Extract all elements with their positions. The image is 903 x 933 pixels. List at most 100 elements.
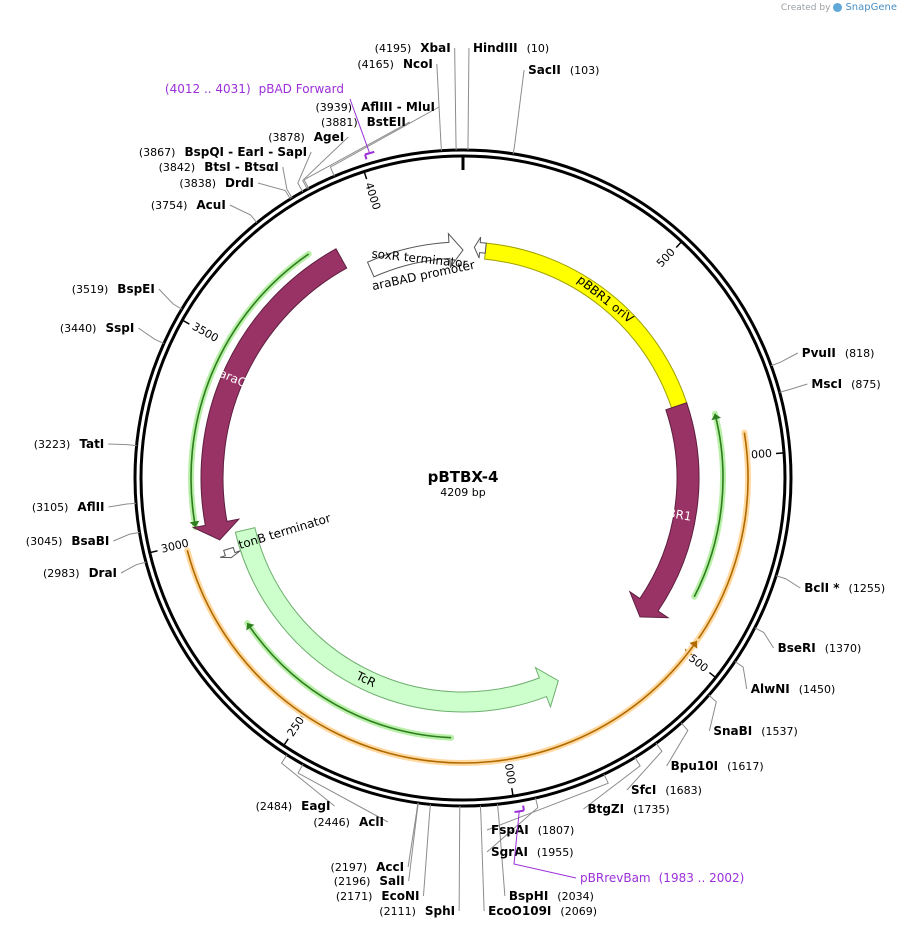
site-position: (3878) xyxy=(268,131,305,144)
site-bpu10i[interactable]: Bpu10I(1617) xyxy=(671,759,764,773)
site-position: (3105) xyxy=(32,501,69,514)
site-sgrai[interactable]: SgrAI(1955) xyxy=(491,845,573,859)
site-sspi[interactable]: (3440)SspI xyxy=(60,321,134,335)
site-leader-aflii xyxy=(108,502,137,508)
tick-mark xyxy=(708,672,717,679)
site-alwni[interactable]: AlwNI(1450) xyxy=(751,682,836,696)
site-position: (3842) xyxy=(159,161,196,174)
created-by-text: Created by xyxy=(780,2,831,13)
site-leader-sali xyxy=(408,802,419,882)
site-position: (1255) xyxy=(849,582,886,595)
binding-arrow[interactable] xyxy=(246,622,452,739)
binding-arrow[interactable] xyxy=(684,432,749,657)
site-name: TatI xyxy=(79,437,104,451)
site-ncoi[interactable]: (4165)NcoI xyxy=(357,57,432,71)
site-msci[interactable]: MscI(875) xyxy=(811,377,880,391)
site-name: BsaBI xyxy=(71,534,109,548)
site-name: SfcI xyxy=(631,783,656,797)
feature-arac[interactable] xyxy=(191,248,348,541)
site-leader-drdi xyxy=(257,182,291,200)
site-fspai[interactable]: FspAI(1807) xyxy=(491,823,574,837)
site-bsabi[interactable]: (3045)BsaBI xyxy=(26,534,110,548)
site-position: (2983) xyxy=(43,567,80,580)
site-name: BseRI xyxy=(778,641,816,655)
feature-tonb-terminator[interactable] xyxy=(220,546,241,559)
site-bspei[interactable]: (3519)BspEI xyxy=(72,282,155,296)
site-drdi[interactable]: (3838)DrdI xyxy=(179,176,254,190)
feature-pbbr1-rep[interactable] xyxy=(628,402,700,619)
tick-mark xyxy=(775,452,785,455)
site-leader-bpu10i xyxy=(666,722,689,767)
site-btsi-bts-i[interactable]: (3842)BtsI - BtsαI xyxy=(159,160,279,174)
site-bseri[interactable]: BseRI (1370) xyxy=(778,641,862,655)
site-btgzi[interactable]: BtgZI(1735) xyxy=(587,802,669,816)
site-pvuii[interactable]: PvuII(818) xyxy=(802,346,875,360)
feature-pbbr1-oriv[interactable] xyxy=(484,242,688,409)
site-sfci[interactable]: SfcI (1683) xyxy=(631,783,702,797)
site-bspqi-eari-sapi[interactable]: (3867)BspQI - EarI - SapI xyxy=(139,145,307,159)
site-bcli[interactable]: BclI *(1255) xyxy=(804,581,885,595)
site-acci[interactable]: (2197)AccI xyxy=(331,860,405,874)
site-hindiii[interactable]: HindIII(10) xyxy=(473,41,549,55)
site-bsteii[interactable]: (3881)BstEII xyxy=(321,115,406,129)
primer-pbad-forward[interactable]: (4012 .. 4031)pBAD Forward xyxy=(165,82,344,96)
site-name: SspI xyxy=(105,321,134,335)
site-snabi[interactable]: SnaBI(1537) xyxy=(713,724,797,738)
site-leader-drai xyxy=(120,561,147,574)
site-ecoo109i[interactable]: EcoO109I(2069) xyxy=(488,904,597,918)
site-name: MscI xyxy=(811,377,842,391)
feature-tcr[interactable] xyxy=(234,527,559,713)
site-econi[interactable]: (2171)EcoNI xyxy=(336,889,420,903)
site-position: (3838) xyxy=(179,177,216,190)
primer-leader xyxy=(349,98,371,154)
site-leader-tati xyxy=(108,443,137,447)
site-position: (1683) xyxy=(665,784,702,797)
site-sacii[interactable]: SacII(103) xyxy=(528,63,599,77)
site-leader-bsabi xyxy=(113,531,140,542)
site-name: SalI xyxy=(379,874,404,888)
binding-arrow[interactable] xyxy=(190,253,310,528)
site-leader-bsphi xyxy=(496,804,506,897)
site-drai[interactable]: (2983) DraI xyxy=(43,566,117,580)
site-bsphi[interactable]: BspHI(2034) xyxy=(509,889,594,903)
site-leader-acci xyxy=(407,802,419,868)
site-leader-btsi-bts-i xyxy=(282,166,293,199)
site-leader-bseri xyxy=(754,627,775,649)
binding-arrow[interactable] xyxy=(186,550,698,764)
site-xbai[interactable]: (4195)XbaI xyxy=(375,41,451,55)
site-afliii-mlui[interactable]: (3939)AflIII - MluI xyxy=(315,100,435,114)
site-leader-sgrai xyxy=(486,797,539,853)
site-position: (1370) xyxy=(825,642,862,655)
site-acui[interactable]: (3754)AcuI xyxy=(151,198,226,212)
tick-label: 4000 xyxy=(362,181,383,212)
primer-pbrrevbam[interactable]: pBRrevBam(1983 .. 2002) xyxy=(580,871,744,885)
site-position: (1617) xyxy=(727,760,764,773)
site-name: DraI xyxy=(89,566,117,580)
site-agei[interactable]: (3878)AgeI xyxy=(268,130,344,144)
site-sali[interactable]: (2196)SalI xyxy=(334,874,405,888)
primer-tick xyxy=(364,154,368,160)
site-leader-pvuii xyxy=(770,352,799,367)
site-leader-ecoo109i xyxy=(479,805,485,912)
feature-soxr-terminator[interactable] xyxy=(473,236,487,259)
site-eagi[interactable]: (2484)EagI xyxy=(256,799,331,813)
site-leader-alwni xyxy=(734,661,748,690)
site-leader-afliii-mlui xyxy=(329,106,440,177)
site-name: AcuI xyxy=(196,198,225,212)
site-name: PvuII xyxy=(802,346,836,360)
site-tati[interactable]: (3223)TatI xyxy=(34,437,105,451)
site-position: (2171) xyxy=(336,890,373,903)
tick-label: 1000 xyxy=(744,447,773,462)
site-position: (2034) xyxy=(557,890,594,903)
site-aflii[interactable]: (3105)AflII xyxy=(32,500,105,514)
feature-arabad-promoter[interactable] xyxy=(366,232,464,278)
primer-leader xyxy=(513,811,577,879)
site-acli[interactable]: (2446)AclI xyxy=(313,815,384,829)
binding-arrow[interactable] xyxy=(693,413,724,598)
site-leader-econi xyxy=(422,804,431,897)
site-position: (10) xyxy=(527,42,550,55)
plasmid-name: pBTBX-4 xyxy=(428,468,499,486)
site-leader-sfci xyxy=(626,742,663,791)
site-sphi[interactable]: (2111)SphI xyxy=(379,904,455,918)
site-position: (2069) xyxy=(560,905,597,918)
